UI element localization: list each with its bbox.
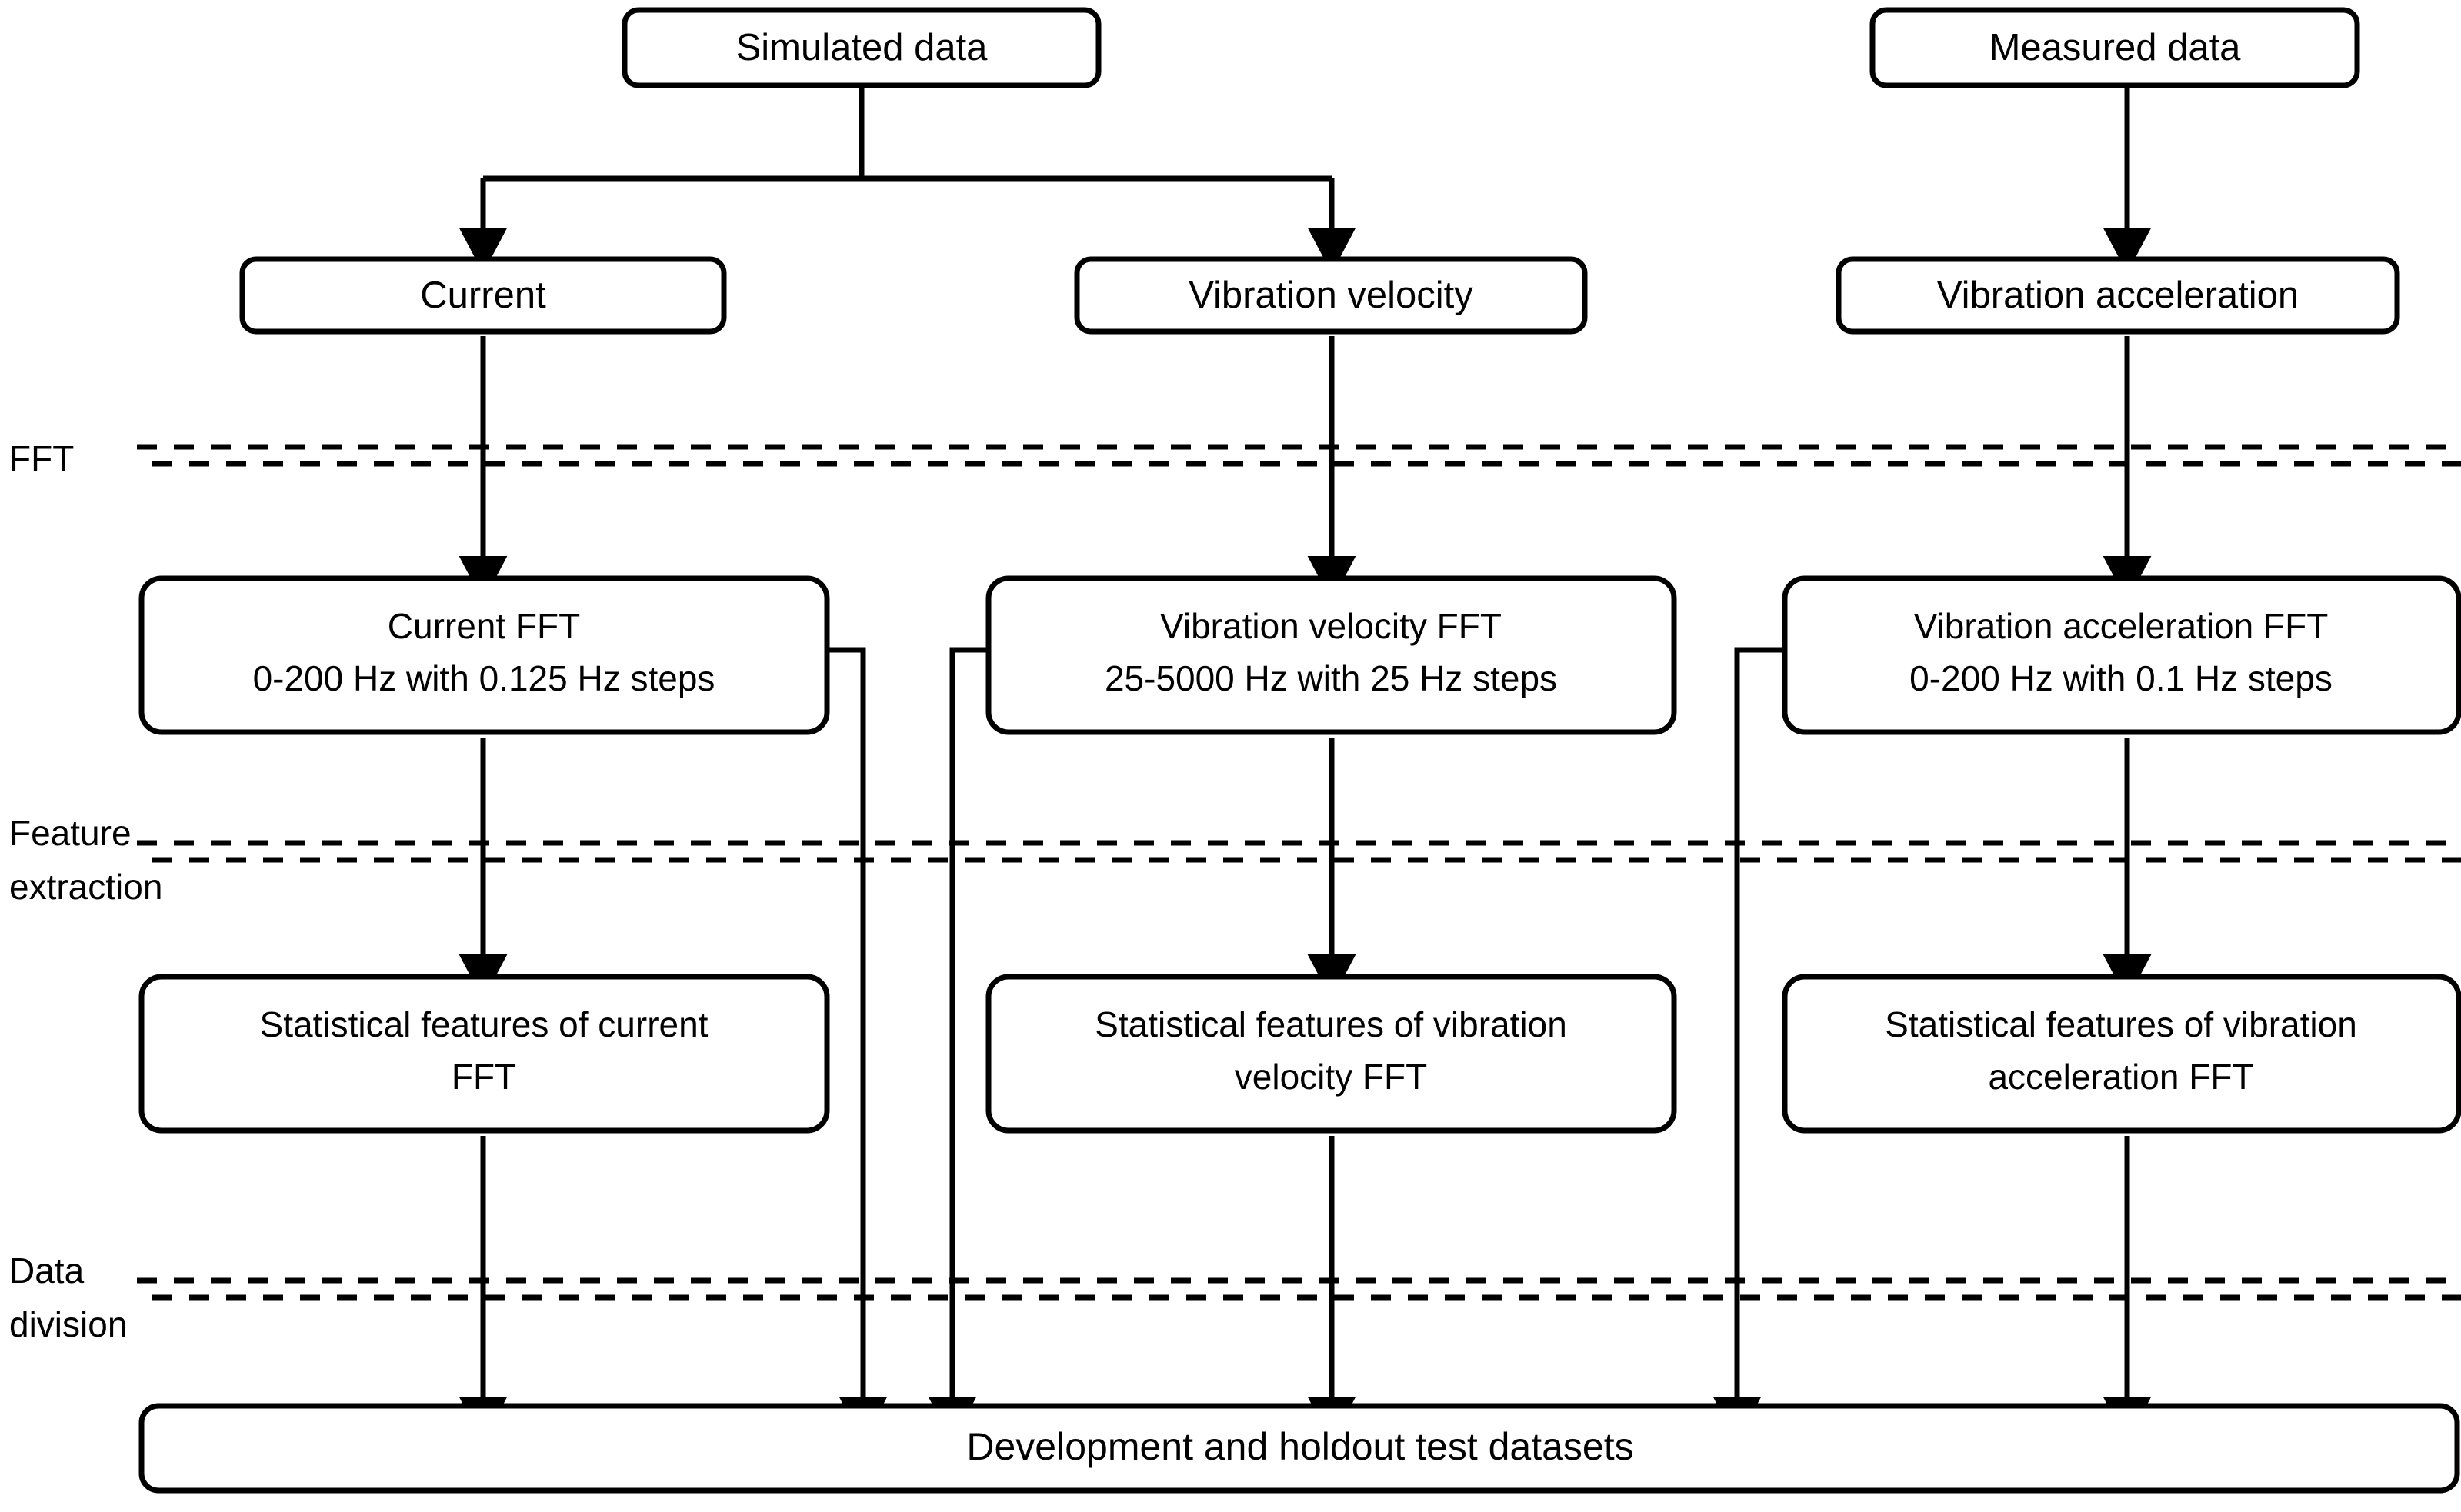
- node-current-fft[interactable]: [138, 575, 830, 735]
- node-datasets-label: Development and holdout test datasets: [966, 1425, 1633, 1468]
- stage-label-fft: FFT: [9, 438, 74, 478]
- stage-label-data-division-line2: division: [9, 1304, 127, 1344]
- node-stat-vib-acceleration[interactable]: [1782, 974, 2461, 1134]
- node-current-fft-line2: 0-200 Hz with 0.125 Hz steps: [253, 658, 715, 698]
- node-current[interactable]: [239, 256, 727, 335]
- node-simulated-data-label: Simulated data: [736, 27, 989, 68]
- node-stat-vib-acceleration-line2: acceleration FFT: [1988, 1057, 2253, 1097]
- node-datasets[interactable]: [138, 1403, 2460, 1494]
- node-vib-velocity-fft-line2: 25-5000 Hz with 25 Hz steps: [1105, 658, 1557, 698]
- node-stat-vib-velocity[interactable]: [985, 974, 1677, 1134]
- node-vib-velocity-fft-line1: Vibration velocity FFT: [1160, 606, 1502, 646]
- connector-vib-velocity-fft-bypass: [928, 647, 989, 1443]
- node-stat-current-line2: FFT: [452, 1057, 516, 1097]
- node-stat-vib-velocity-line1: Statistical features of vibration: [1095, 1004, 1567, 1044]
- node-current-fft-line1: Current FFT: [388, 606, 580, 646]
- node-vib-velocity-label: Vibration velocity: [1189, 275, 1473, 316]
- node-simulated-data[interactable]: [622, 7, 1102, 88]
- node-vib-acceleration[interactable]: [1836, 256, 2400, 335]
- node-stat-current-line1: Statistical features of current: [260, 1004, 709, 1044]
- node-measured-data-label: Measured data: [1989, 27, 2242, 68]
- connector-current-fft-bypass: [827, 647, 888, 1443]
- node-vib-velocity-fft[interactable]: [985, 575, 1677, 735]
- node-vib-acceleration-label: Vibration acceleration: [1937, 275, 2299, 316]
- node-stat-vib-velocity-line2: velocity FFT: [1235, 1057, 1427, 1097]
- node-vib-velocity[interactable]: [1074, 256, 1588, 335]
- connector-vib-acceleration-fft-bypass: [1712, 647, 1785, 1443]
- stage-label-feature-extraction-line2: extraction: [9, 867, 162, 907]
- node-vib-acceleration-fft-line2: 0-200 Hz with 0.1 Hz steps: [1909, 658, 2333, 698]
- node-measured-data[interactable]: [1869, 7, 2360, 88]
- stage-label-feature-extraction-line1: Feature: [9, 813, 132, 853]
- node-vib-acceleration-fft[interactable]: [1782, 575, 2461, 735]
- node-stat-current[interactable]: [138, 974, 830, 1134]
- node-vib-acceleration-fft-line1: Vibration acceleration FFT: [1914, 606, 2329, 646]
- stage-label-data-division-line1: Data: [9, 1251, 85, 1291]
- node-current-label: Current: [420, 275, 546, 316]
- node-stat-vib-acceleration-line1: Statistical features of vibration: [1885, 1004, 2357, 1044]
